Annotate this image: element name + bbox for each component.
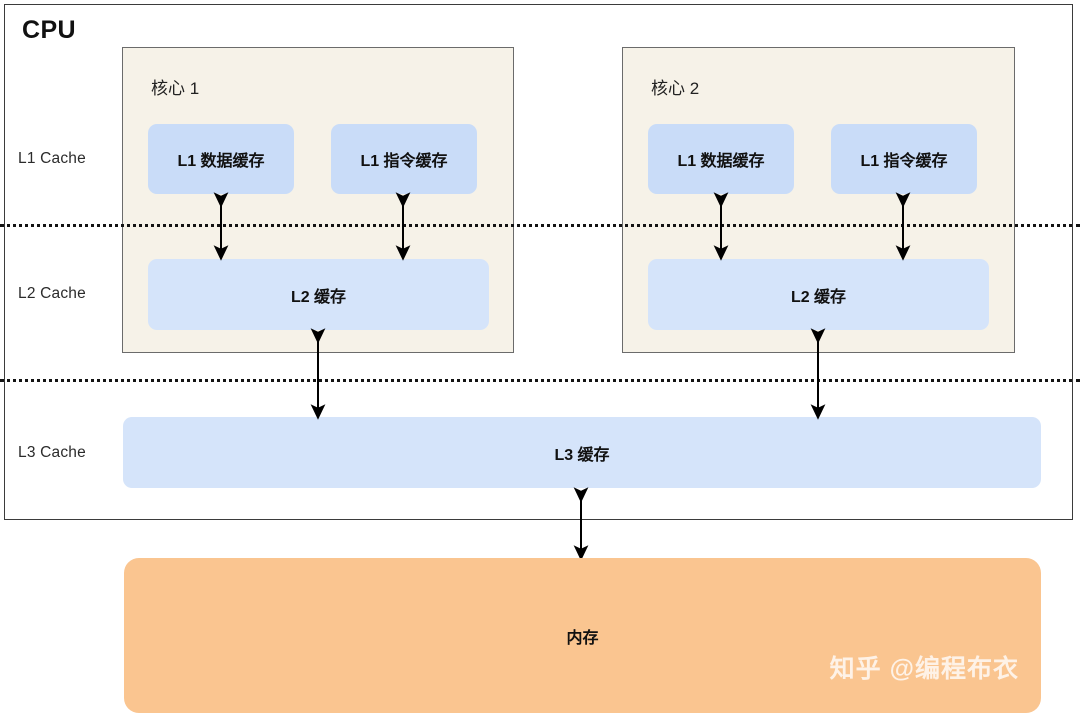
l3-cache-block: L3 缓存 xyxy=(123,417,1041,488)
core-1-l2-cache: L2 缓存 xyxy=(148,259,489,330)
memory-label: 内存 xyxy=(566,629,599,647)
core-1-l1-instruction-cache: L1 指令缓存 xyxy=(331,124,477,194)
core-2-l2-cache: L2 缓存 xyxy=(648,259,989,330)
core-2-l1-instruction-cache: L1 指令缓存 xyxy=(831,124,977,194)
cpu-title: CPU xyxy=(22,16,76,44)
watermark: 知乎 @编程布衣 xyxy=(829,655,1019,683)
level-label-l1: L1 Cache xyxy=(18,150,86,167)
separator-l2-l3 xyxy=(0,379,1080,382)
level-label-l2: L2 Cache xyxy=(18,285,86,302)
core-2-title: 核心 2 xyxy=(651,79,700,98)
separator-l1-l2 xyxy=(0,224,1080,227)
core-1-title: 核心 1 xyxy=(151,79,200,98)
core-2-l1-data-cache: L1 数据缓存 xyxy=(648,124,794,194)
level-label-l3: L3 Cache xyxy=(18,444,86,461)
core-1-l1-data-cache: L1 数据缓存 xyxy=(148,124,294,194)
memory-block: 内存 知乎 @编程布衣 xyxy=(124,558,1041,713)
